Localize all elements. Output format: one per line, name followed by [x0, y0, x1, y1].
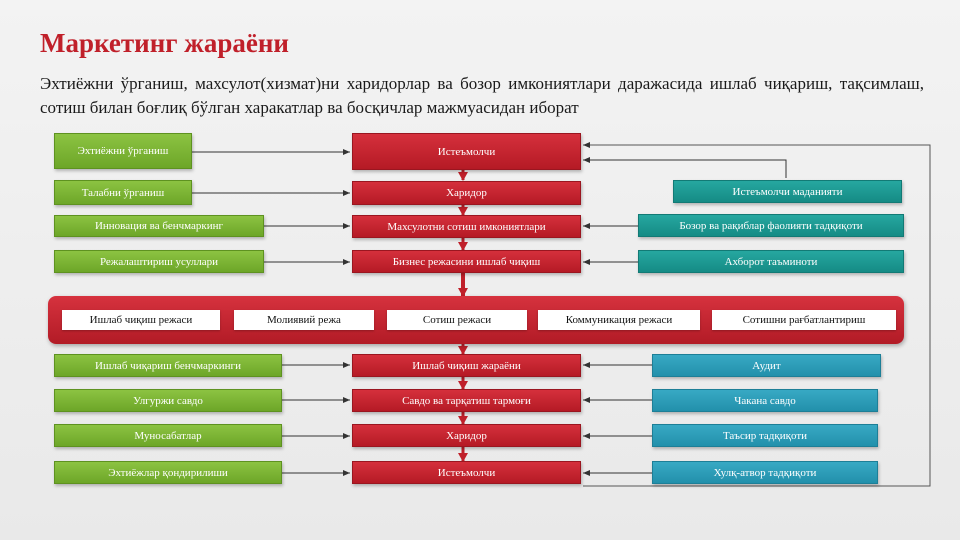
needs-satisfaction-box: Эхтиёжлар қондирилиши: [54, 461, 282, 484]
demand-study-box: Талабни ўрганиш: [54, 180, 192, 205]
behavior-research-box: Хулқ-атвор тадқиқоти: [652, 461, 878, 484]
planning-methods-box: Режалаштириш усуллари: [54, 250, 264, 273]
production-benchmarking-box: Ишлаб чиқариш бенчмаркинги: [54, 354, 282, 377]
information-support-box: Ахборот таъминоти: [638, 250, 904, 273]
page-subtitle: Эхтиёжни ўрганиш, махсулот(хизмат)ни хар…: [40, 74, 924, 117]
consumer-box-top: Истеъмолчи: [352, 133, 581, 170]
connector-feedback-loop: [583, 142, 931, 487]
impact-research-box: Таъсир тадқиқоти: [652, 424, 878, 447]
consumer-box-bottom: Истеъмолчи: [352, 461, 581, 484]
distribution-network-box: Савдо ва тарқатиш тармоғи: [352, 389, 581, 412]
plan-sales-promotion: Сотишни рағбатлантириш: [712, 310, 896, 330]
retail-box: Чакана савдо: [652, 389, 878, 412]
buyer-box-bottom: Харидор: [352, 424, 581, 447]
production-process-box: Ишлаб чиқиш жараёни: [352, 354, 581, 377]
consumer-culture-box: Истеъмолчи маданияти: [673, 180, 902, 203]
business-plan-box: Бизнес режасини ишлаб чиқиш: [352, 250, 581, 273]
plan-communication: Коммуникация режаси: [538, 310, 700, 330]
audit-box: Аудит: [652, 354, 881, 377]
plan-production: Ишлаб чиқиш режаси: [62, 310, 220, 330]
need-study-box: Эхтиёжни ўрганиш: [54, 133, 192, 169]
market-research-box: Бозор ва рақиблар фаолияти тадқиқоти: [638, 214, 904, 237]
wholesale-box: Улгуржи савдо: [54, 389, 282, 412]
connector-right-top-1: [583, 157, 787, 178]
innovation-benchmarking-box: Инновация ва бенчмаркинг: [54, 215, 264, 237]
plan-sales: Сотиш режаси: [387, 310, 527, 330]
plan-financial: Молиявий режа: [234, 310, 374, 330]
buyer-box-top: Харидор: [352, 181, 581, 205]
sales-opportunity-box: Махсулотни сотиш имкониятлари: [352, 215, 581, 238]
relations-box: Муносабатлар: [54, 424, 282, 447]
page-title: Маркетинг жараёни: [40, 28, 289, 58]
